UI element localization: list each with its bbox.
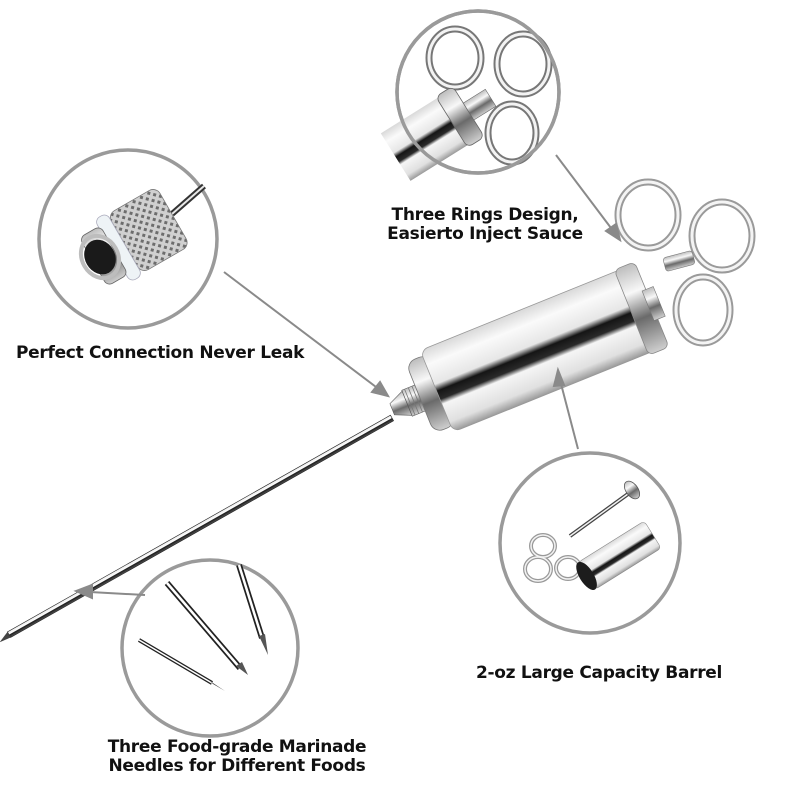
callout-needles: [120, 558, 300, 738]
pointer-lines: [73, 154, 622, 600]
label-line: Perfect Connection Never Leak: [16, 343, 305, 363]
label-large-capacity: 2-oz Large Capacity Barrel: [476, 664, 722, 683]
label-line: Three Rings Design,: [391, 205, 579, 225]
label-line: Easierto Inject Sauce: [387, 224, 583, 244]
label-perfect-connection: Perfect Connection Never Leak: [16, 344, 304, 363]
needle: [0, 414, 394, 643]
three-rings-handle: [614, 178, 756, 347]
main-syringe: [0, 178, 756, 643]
callout-capacity: [498, 451, 682, 635]
label-line: 2-oz Large Capacity Barrel: [476, 663, 723, 683]
label-marinade-needles: Three Food-grade Marinade Needles for Di…: [92, 738, 382, 776]
label-three-rings: Three Rings Design, Easierto Inject Sauc…: [385, 206, 585, 244]
callout-connection: [37, 148, 219, 330]
callout-rings: [380, 9, 561, 181]
label-line: Needles for Different Foods: [108, 756, 366, 776]
label-line: Three Food-grade Marinade: [107, 737, 367, 757]
